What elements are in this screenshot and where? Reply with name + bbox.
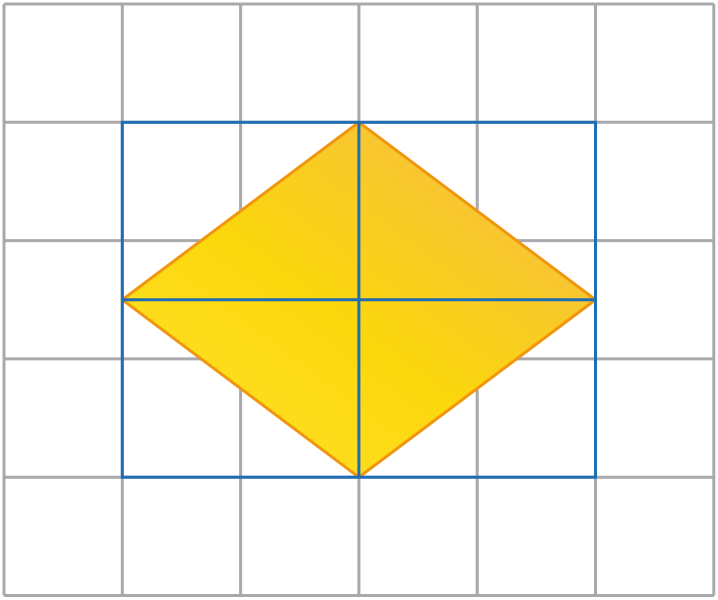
grid-diagram	[2, 2, 716, 597]
